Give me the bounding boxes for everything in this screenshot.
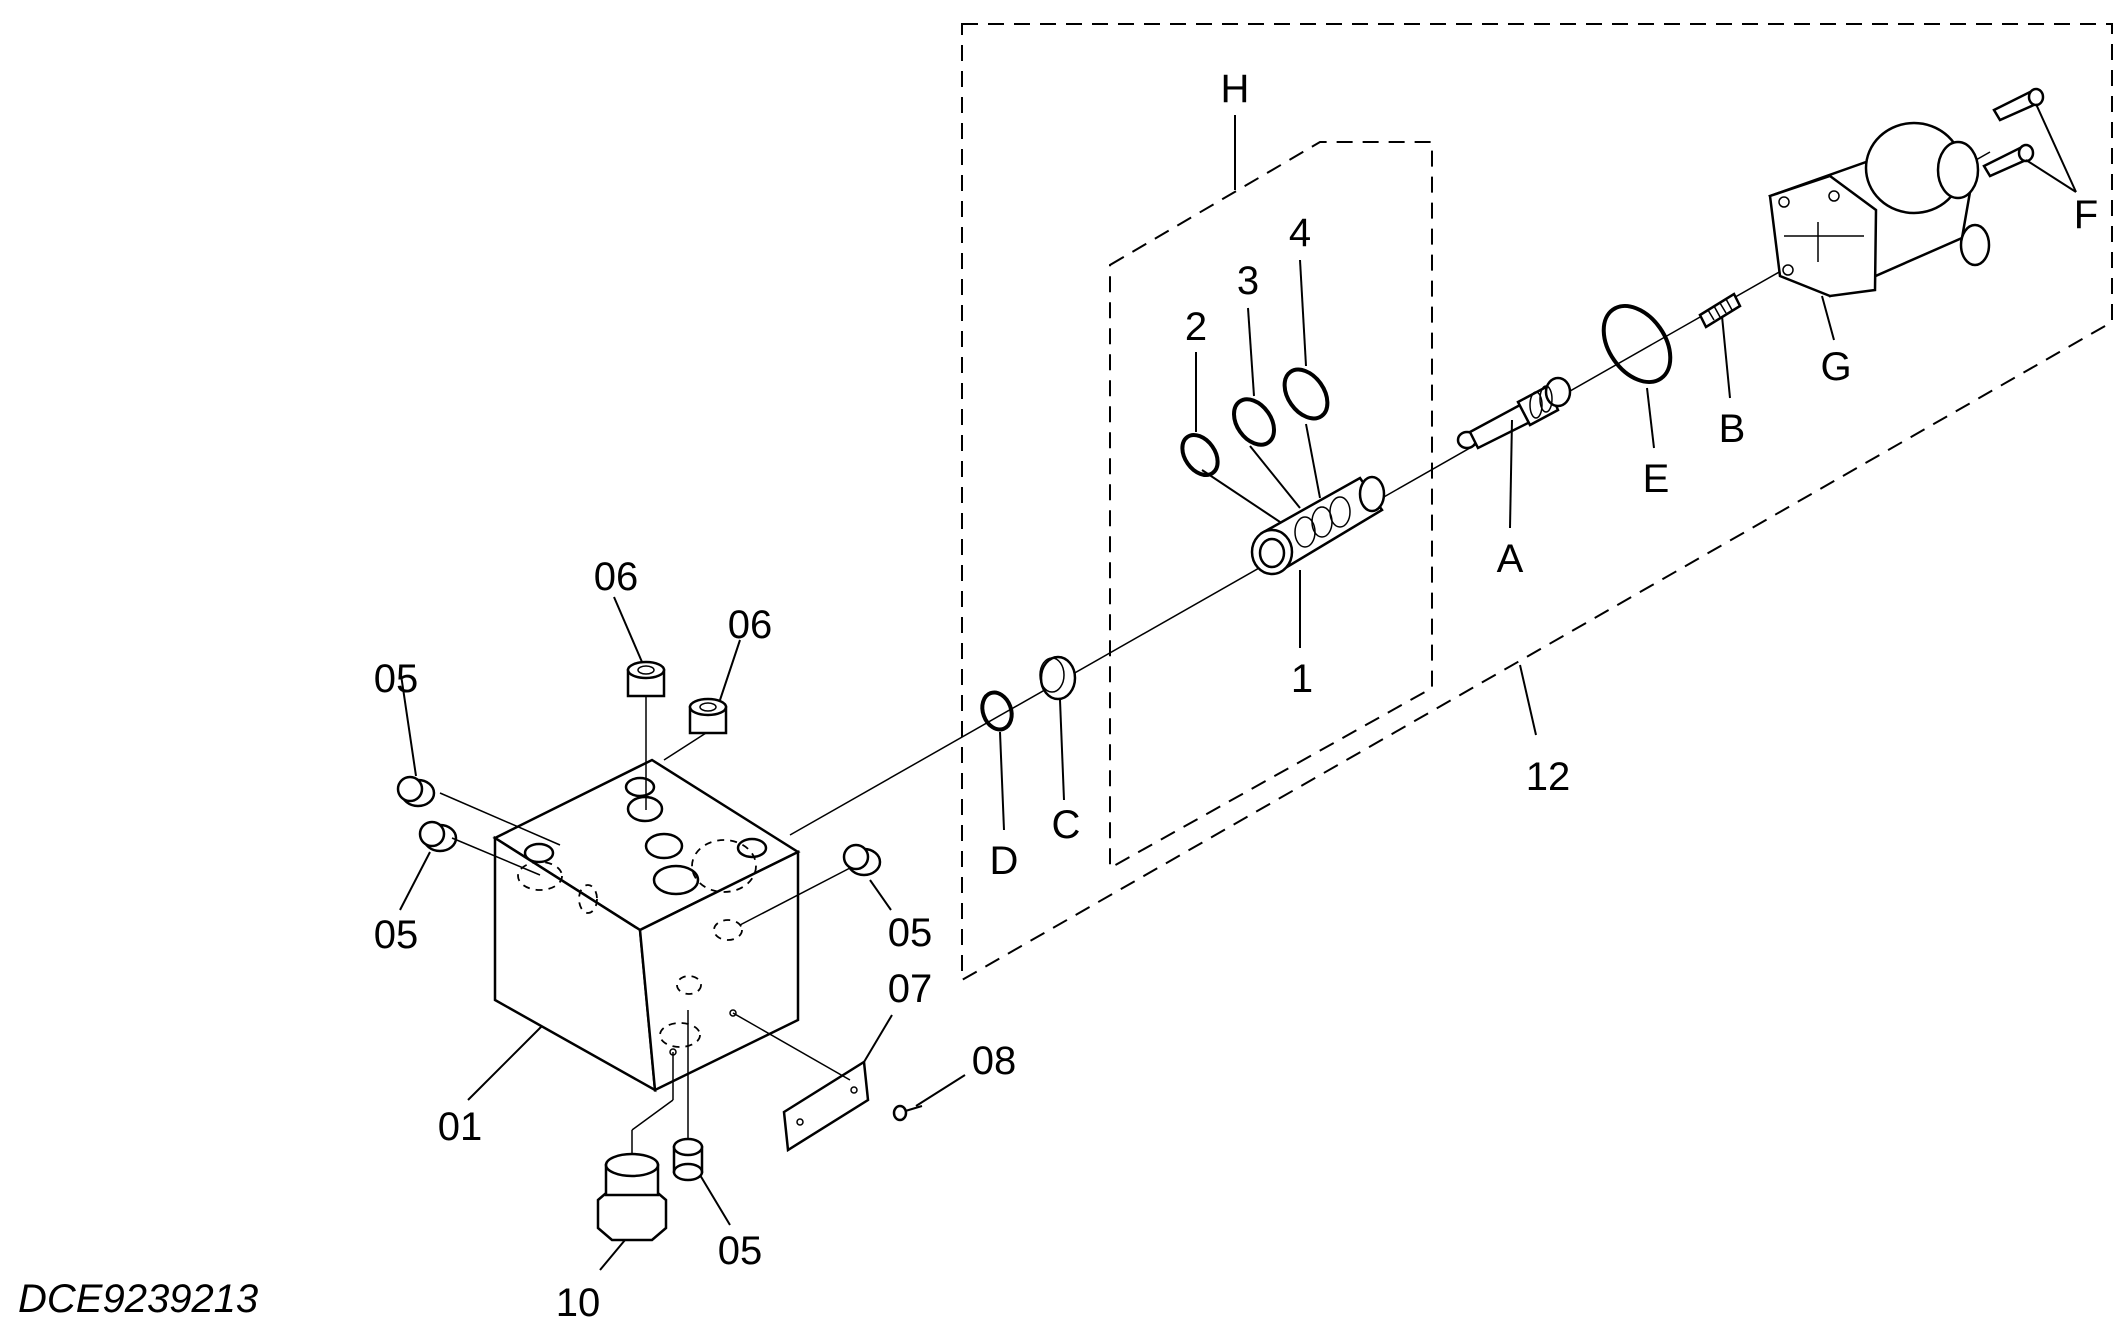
screws-f bbox=[1982, 87, 2045, 178]
label-2: 2 bbox=[1185, 305, 1207, 349]
label-05-bottom: 05 bbox=[718, 1229, 763, 1273]
plug-05-upper-1 bbox=[396, 775, 436, 808]
label-06-left: 06 bbox=[594, 555, 639, 599]
o-ring-2 bbox=[1180, 433, 1220, 477]
label-d: D bbox=[990, 839, 1019, 883]
label-h: H bbox=[1221, 67, 1250, 111]
label-g: G bbox=[1820, 345, 1851, 389]
label-05-upper-2: 05 bbox=[374, 913, 419, 957]
label-e: E bbox=[1643, 457, 1670, 501]
label-06-right: 06 bbox=[728, 603, 773, 647]
label-08: 08 bbox=[972, 1039, 1017, 1083]
label-b: B bbox=[1719, 407, 1746, 451]
spool-a bbox=[1456, 376, 1572, 450]
plug-05-right bbox=[842, 843, 882, 877]
plug-10 bbox=[596, 1152, 668, 1242]
label-1: 1 bbox=[1291, 657, 1313, 701]
label-07: 07 bbox=[888, 967, 933, 1011]
nameplate-07 bbox=[782, 1059, 870, 1153]
label-12: 12 bbox=[1526, 755, 1571, 799]
plug-06-left bbox=[626, 660, 666, 698]
spring-b bbox=[1698, 292, 1742, 329]
label-10: 10 bbox=[556, 1281, 601, 1325]
assembly-12-boundary bbox=[961, 23, 2113, 982]
label-01: 01 bbox=[438, 1105, 483, 1149]
plug-06-right bbox=[688, 697, 728, 735]
leader-lines bbox=[399, 103, 2077, 1271]
subassembly-h-boundary bbox=[1109, 141, 1433, 870]
label-05-upper-1: 05 bbox=[374, 657, 419, 701]
o-ring-e bbox=[1601, 304, 1673, 384]
screw-08 bbox=[892, 1104, 923, 1122]
seal-c bbox=[1039, 655, 1077, 701]
drawing-code: DCE9239213 bbox=[18, 1277, 258, 1321]
label-4: 4 bbox=[1289, 211, 1311, 255]
plug-05-upper-2 bbox=[418, 820, 458, 853]
label-3: 3 bbox=[1237, 259, 1259, 303]
label-f: F bbox=[2074, 193, 2098, 237]
o-ring-4 bbox=[1282, 367, 1330, 421]
label-a: A bbox=[1497, 537, 1524, 581]
manifold-block bbox=[492, 758, 801, 1093]
cartridge-1 bbox=[1250, 475, 1386, 576]
solenoid-g bbox=[1768, 121, 1991, 298]
plug-05-bottom bbox=[672, 1137, 704, 1182]
label-05-right: 05 bbox=[888, 911, 933, 955]
label-c: C bbox=[1052, 803, 1081, 847]
o-ring-3 bbox=[1232, 397, 1276, 447]
ring-d bbox=[980, 690, 1014, 732]
